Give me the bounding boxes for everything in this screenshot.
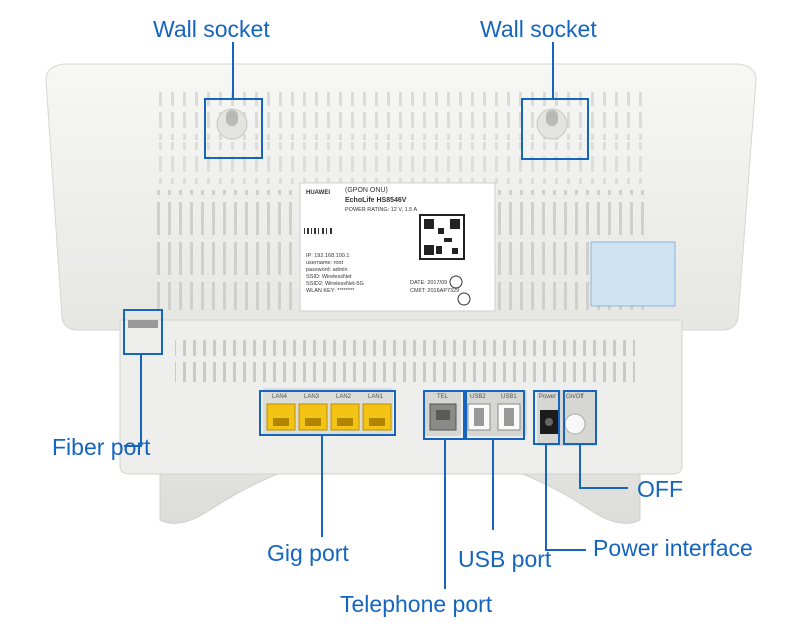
fiber-slot: [128, 320, 158, 328]
wall-socket-right-highlight: [521, 98, 589, 160]
usb-port-highlight: [465, 390, 525, 440]
lan1-label: LAN1: [368, 394, 384, 400]
power-rating: POWER RATING: 12 V, 1.5 A: [345, 207, 418, 213]
lan3-label: LAN3: [304, 394, 320, 400]
usb2-label: USB2: [470, 394, 486, 400]
date-label: DATE: 2017/09: [410, 280, 448, 286]
off-callout: OFF: [637, 476, 683, 502]
telephone-port-callout: Telephone port: [340, 591, 493, 617]
wall-socket-hole-right: [536, 108, 568, 140]
onoff-label: On/Off: [566, 394, 584, 400]
ssid2: SSID2: WirelessNet-5G: [306, 281, 364, 287]
cmiit-label: CMIIT: 2016AP7329: [410, 288, 460, 294]
wall-socket-left-callout: Wall socket: [153, 16, 270, 42]
lan4-label: LAN4: [272, 394, 288, 400]
gig-port-highlight: [259, 390, 396, 436]
username: username: root: [306, 260, 343, 266]
fiber-port-highlight: [123, 309, 163, 355]
power-interface-callout: Power interface: [593, 535, 753, 561]
usb-port-callout: USB port: [458, 546, 552, 572]
brand-label: HUAWEI: [306, 190, 330, 196]
ssid1: SSID: WirelessNet: [306, 274, 352, 280]
tel-label: TEL: [437, 394, 449, 400]
cert-icon: [449, 275, 463, 289]
barcode: [304, 228, 332, 234]
product-model: EchoLife HS8546V: [345, 197, 407, 204]
ip-address: IP: 192.168.100.1: [306, 253, 350, 259]
wall-socket-right-callout: Wall socket: [480, 16, 597, 42]
usb1-label: USB1: [501, 394, 517, 400]
fiber-port-callout: Fiber port: [52, 434, 151, 460]
qr-code: [419, 214, 465, 260]
lan-ports: [266, 403, 392, 431]
wlan-key: WLAN KEY: ********: [306, 288, 355, 294]
product-title: (GPON ONU): [345, 187, 388, 194]
lan2-label: LAN2: [336, 394, 352, 400]
power-button: [564, 413, 586, 435]
recycle-icon: [457, 292, 471, 306]
power-label: Power: [539, 394, 557, 400]
password: password: admin: [306, 267, 348, 273]
license-sticker: [590, 241, 676, 307]
gig-port-callout: Gig port: [267, 540, 349, 566]
wall-socket-hole-left: [216, 108, 248, 140]
